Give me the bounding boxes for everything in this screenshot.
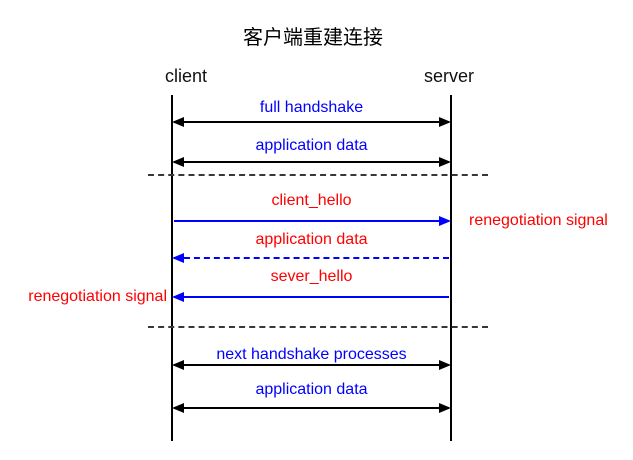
arrowhead-right-icon — [439, 403, 451, 413]
lifeline-server — [450, 95, 452, 441]
msg-label-application-data-1: application data — [255, 137, 368, 154]
actor-label-server: server — [423, 66, 474, 86]
arrowhead-right-icon — [439, 216, 451, 226]
lifeline-client — [171, 95, 173, 441]
arrow-full-handshake — [172, 116, 451, 128]
arrowhead-right-icon — [439, 157, 451, 167]
msg-label-full-handshake: full handshake — [259, 99, 364, 116]
arrow-application-data-1 — [172, 156, 451, 168]
arrow-client-hello — [172, 215, 451, 227]
msg-label-next-handshake: next handshake processes — [216, 346, 407, 363]
arrow-shaft — [174, 407, 449, 409]
arrow-application-data-2 — [172, 252, 451, 264]
arrow-shaft — [174, 121, 449, 123]
msg-label-application-data-3: application data — [255, 381, 368, 398]
arrow-shaft — [174, 296, 449, 298]
msg-label-sever-hello: sever_hello — [270, 268, 353, 285]
separator-dashed-2 — [148, 326, 488, 328]
arrow-shaft — [174, 161, 449, 163]
annotation-renegotiation-left: renegotiation signal — [28, 288, 167, 305]
msg-label-application-data-2: application data — [255, 231, 368, 248]
annotation-renegotiation-right: renegotiation signal — [469, 212, 608, 229]
arrow-shaft-dashed — [174, 257, 449, 259]
arrow-shaft — [174, 220, 449, 222]
arrow-application-data-3 — [172, 402, 451, 414]
msg-label-client-hello: client_hello — [271, 192, 352, 209]
actor-label-client: client — [164, 66, 208, 86]
arrowhead-right-icon — [439, 360, 451, 370]
arrow-sever-hello — [172, 291, 451, 303]
arrow-shaft — [174, 364, 449, 366]
arrowhead-right-icon — [439, 117, 451, 127]
page-title: 客户端重建连接 — [243, 27, 383, 49]
arrow-next-handshake — [172, 359, 451, 371]
separator-dashed-1 — [148, 174, 488, 176]
